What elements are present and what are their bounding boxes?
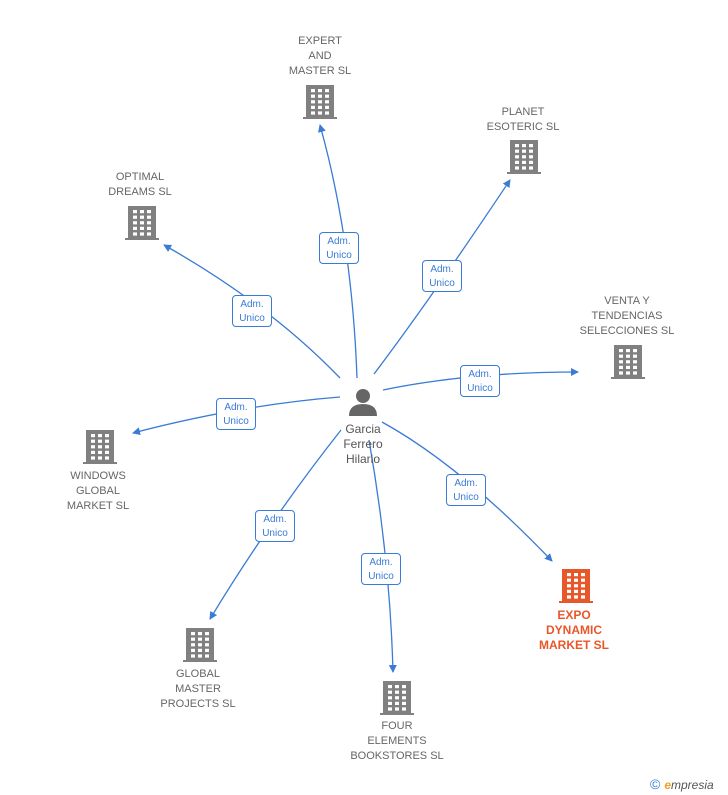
role-label-line: Unico [223,416,249,427]
company-name[interactable]: EXPERT AND MASTER SL [288,35,352,77]
role-label[interactable]: Adm. Unico [232,295,272,327]
company-name[interactable]: OPTIMAL DREAMS SL [108,171,172,198]
role-label-line: Unico [467,383,493,394]
role-label-line: Unico [368,571,394,582]
building-icon[interactable] [303,85,337,119]
building-icon[interactable] [183,628,217,662]
role-label-line: Adm. [430,264,454,275]
role-label[interactable]: Adm. Unico [422,260,462,292]
building-icon[interactable] [611,345,645,379]
role-label-line: Adm. [263,514,287,525]
copyright-symbol: © [650,776,661,792]
role-label-line: Adm. [240,299,264,310]
role-label-line: Unico [262,528,288,539]
role-label[interactable]: Adm. Unico [446,474,486,506]
company-name[interactable]: WINDOWS GLOBAL MARKET SL [66,470,130,512]
person-name[interactable]: Garcia Ferrero Hilario [343,422,383,466]
building-icon[interactable] [83,430,117,464]
role-label[interactable]: Adm. Unico [255,510,295,542]
company-name[interactable]: FOUR ELEMENTS BOOKSTORES SL [350,720,444,762]
building-icon[interactable] [507,140,541,174]
brand-initial: e [664,778,672,792]
person-icon[interactable] [349,389,377,416]
company-name[interactable]: VENTA Y TENDENCIAS SELECCIONES SL [579,295,675,337]
building-icon[interactable] [559,569,593,603]
company-name[interactable]: EXPO DYNAMIC MARKET SL [539,608,609,652]
role-label-line: Unico [326,250,352,261]
company-name[interactable]: PLANET ESOTERIC SL [486,106,560,133]
role-label-line: Unico [239,313,265,324]
role-label[interactable]: Adm. Unico [361,553,401,585]
company-name[interactable]: GLOBAL MASTER PROJECTS SL [160,668,236,710]
building-icon[interactable] [125,206,159,240]
role-label-line: Unico [453,492,479,503]
brand-name: mpresia [671,778,714,792]
role-label[interactable]: Adm. Unico [216,398,256,430]
role-label-line: Unico [429,278,455,289]
role-label-line: Adm. [454,478,478,489]
role-label-line: Adm. [224,402,248,413]
role-label[interactable]: Adm. Unico [460,365,500,397]
building-icon[interactable] [380,681,414,715]
role-label[interactable]: Adm. Unico [319,232,359,264]
role-label-line: Adm. [369,557,393,568]
role-label-line: Adm. [327,236,351,247]
role-label-line: Adm. [468,369,492,380]
empresia-watermark: ©empresia [650,776,714,792]
